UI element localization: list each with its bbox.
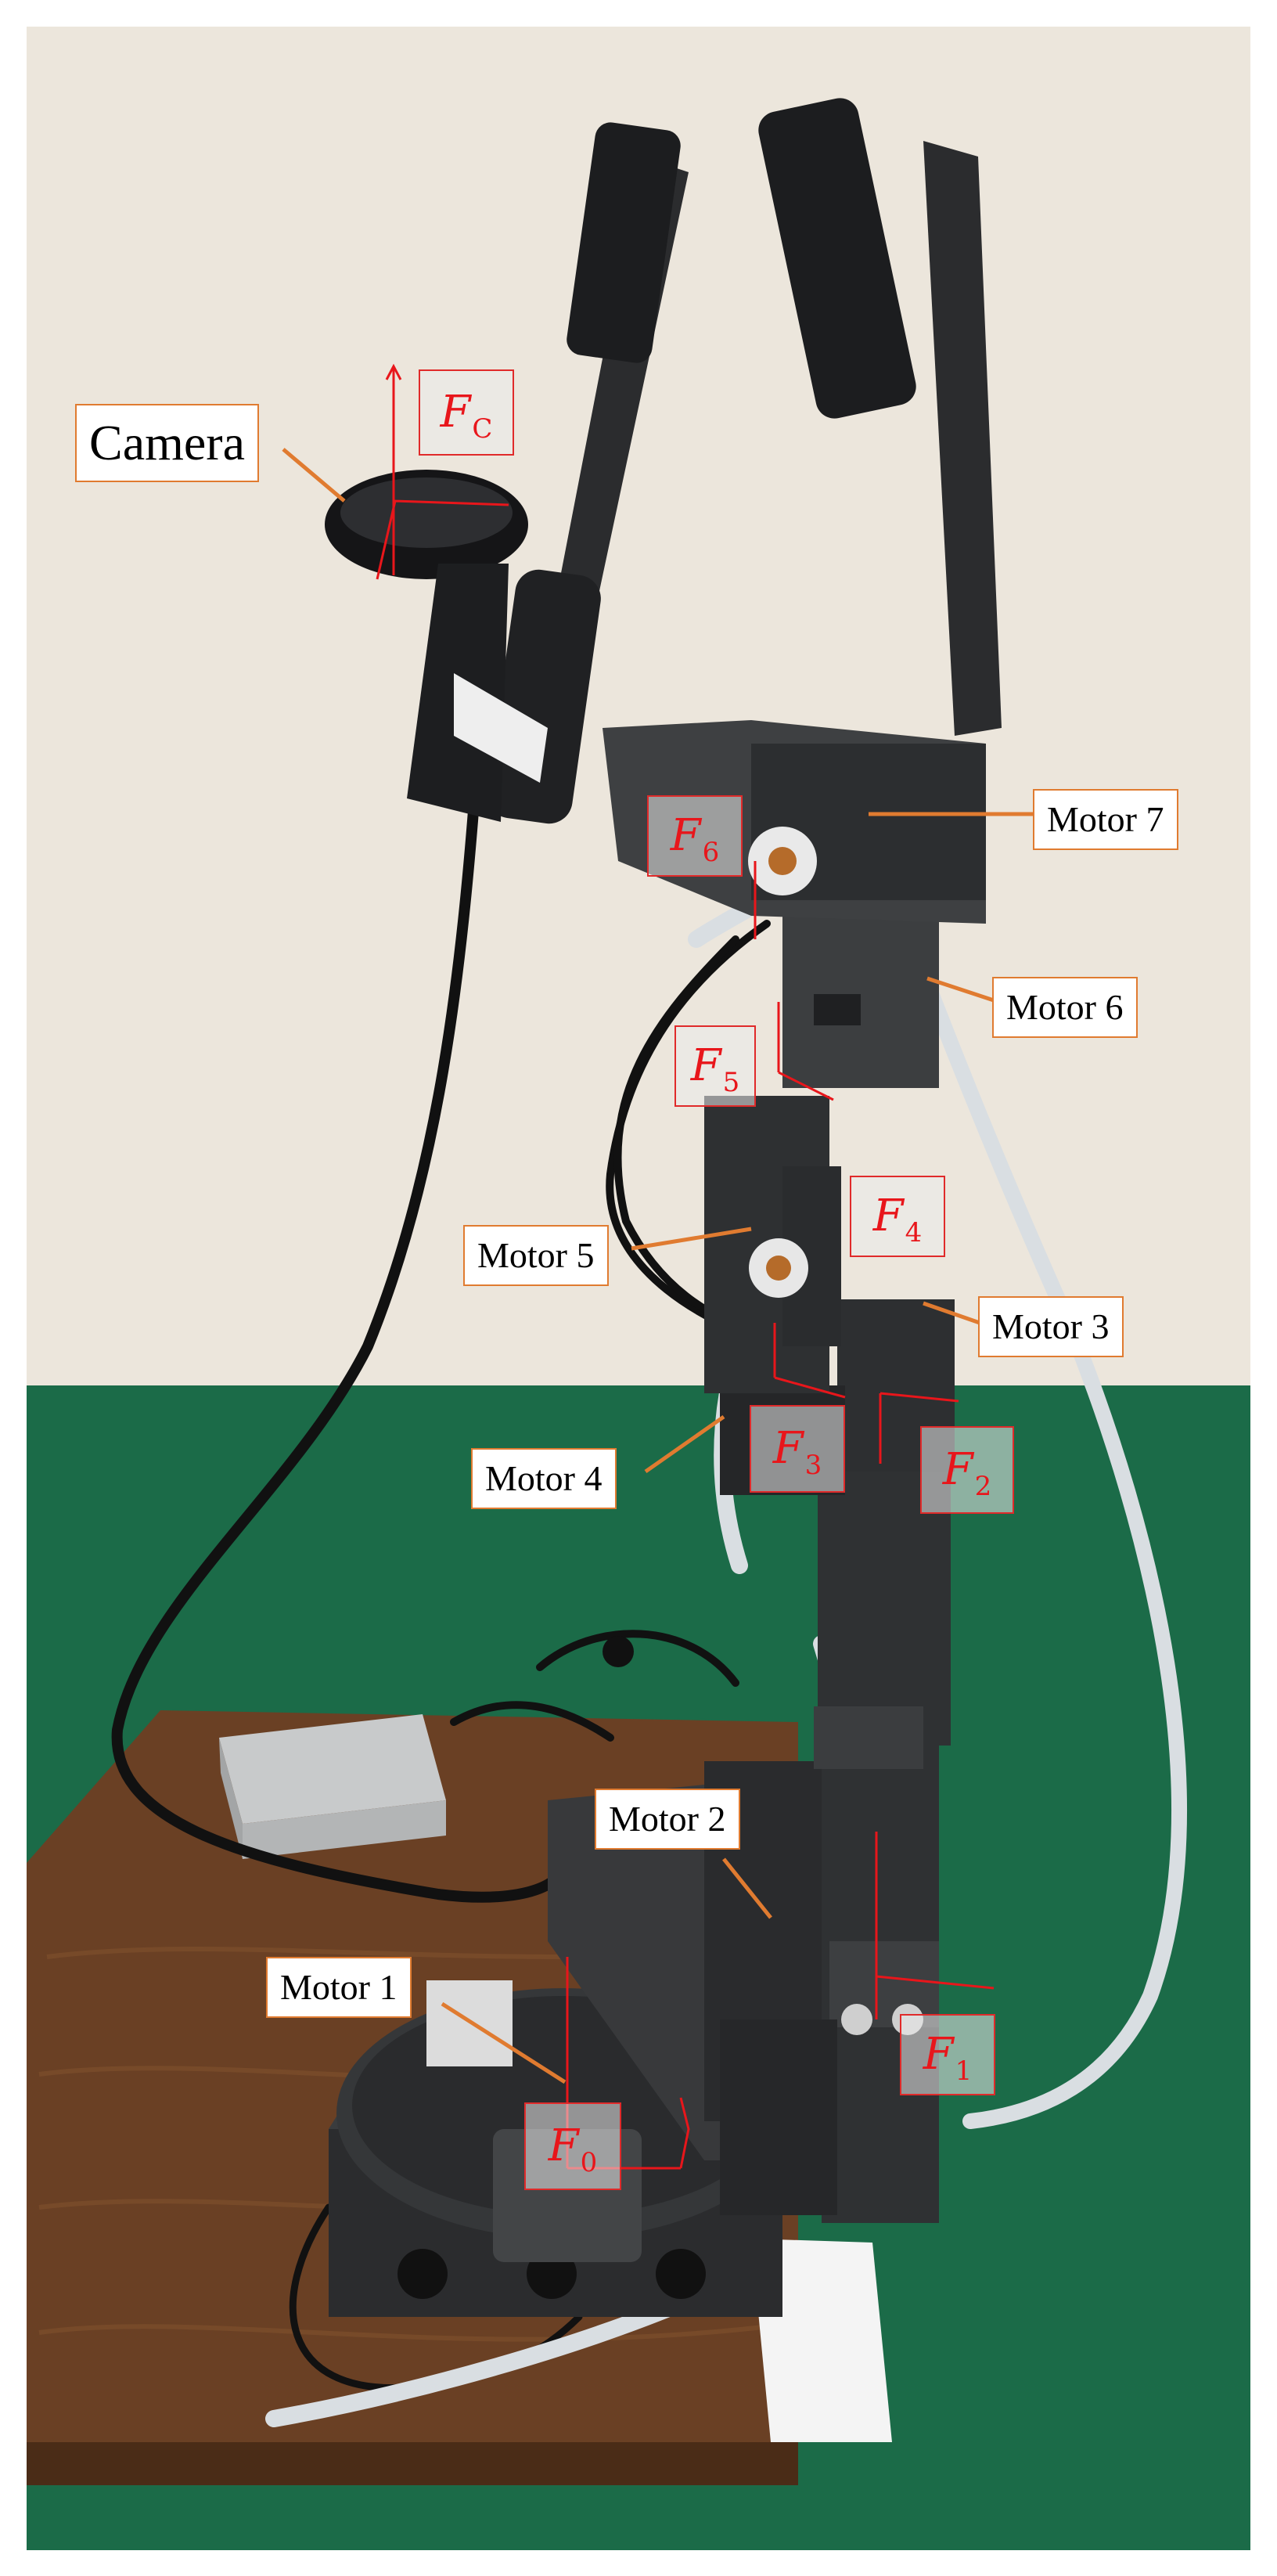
upper-arm <box>704 908 939 1393</box>
motor-3-label: Motor 3 <box>978 1296 1124 1357</box>
camera-device <box>325 470 548 822</box>
leader-lines <box>282 448 1033 2084</box>
frame-tag-f6: F6 <box>647 795 743 877</box>
motor-1-label: Motor 1 <box>266 1957 412 2018</box>
frame-tag-fc: FC <box>419 369 514 456</box>
frame-tag-f4: F4 <box>850 1176 945 1257</box>
camera-label: Camera <box>75 404 259 482</box>
barrel-jack <box>603 1636 634 1667</box>
paper-sheet <box>751 2239 892 2442</box>
frame-tag-f0: F0 <box>524 2102 621 2190</box>
cables <box>111 754 771 2392</box>
frame-tag-f5: F5 <box>674 1025 756 1107</box>
frame-axes <box>376 363 995 2170</box>
frame-tag-f2: F2 <box>920 1426 1014 1514</box>
motor-6-label: Motor 6 <box>992 977 1138 1038</box>
motor-4-label: Motor 4 <box>471 1448 617 1509</box>
wooden-board-edge <box>27 2442 798 2485</box>
motor-5-label: Motor 5 <box>463 1225 609 1286</box>
frame-tag-f3: F3 <box>750 1405 845 1493</box>
motor-7-label: Motor 7 <box>1033 789 1178 850</box>
gripper <box>487 98 1002 924</box>
motor-2-label: Motor 2 <box>595 1789 740 1850</box>
frame-tag-f1: F1 <box>900 2014 995 2095</box>
battery-box <box>219 1714 446 1859</box>
